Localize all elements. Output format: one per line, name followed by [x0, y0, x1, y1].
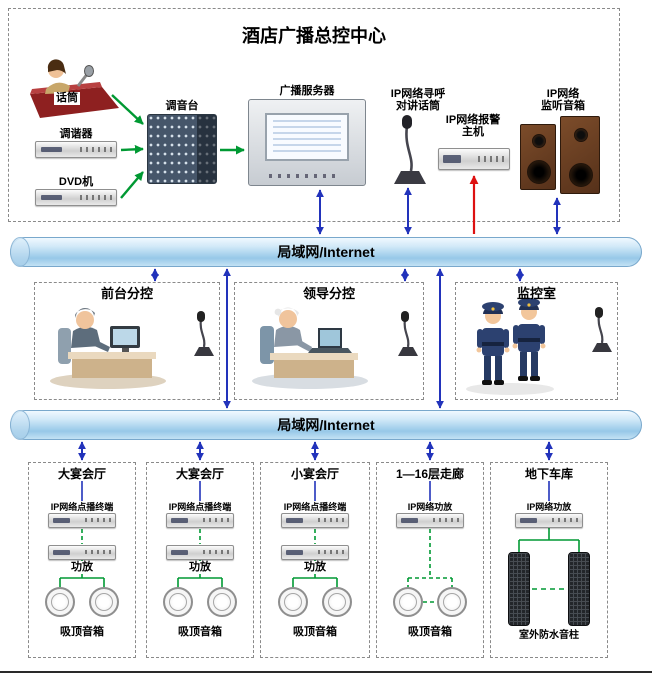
- zone-box-2: [146, 462, 254, 658]
- zone-1-terminal-device: [48, 513, 116, 528]
- master-control-box: [8, 8, 620, 222]
- zone-5-speaker-label: 室外防水音柱: [519, 630, 579, 641]
- desk-mic-icon: [398, 311, 418, 356]
- ceiling-speaker: [45, 587, 75, 617]
- monitor-speaker-right: [560, 116, 600, 194]
- desk-microphone: [76, 65, 94, 87]
- announcer-person: [45, 59, 70, 94]
- ceiling-speaker: [393, 587, 423, 617]
- zone-5-label: 地下车库: [524, 467, 573, 481]
- zone-3-terminal-device: [281, 513, 349, 528]
- zone-3-amp-device: [281, 545, 349, 560]
- ceiling-speaker: [89, 587, 119, 617]
- monitor-speaker-label-line1: IP网络: [546, 88, 580, 100]
- room-box-monitor: [455, 282, 618, 400]
- ceiling-speaker: [207, 587, 237, 617]
- paging-mic-label-line1: IP网络寻呼: [390, 88, 446, 100]
- zone-1-speaker-label: 吸顶音箱: [60, 626, 104, 638]
- zone-5-amp-device: [515, 513, 583, 528]
- zone-3-label: 小宴会厅: [290, 467, 339, 481]
- room-frontdesk-label: 前台分控: [100, 286, 153, 301]
- monitor-speaker-label-line2: 监听音箱: [541, 100, 585, 112]
- alarm-host-device: [438, 148, 510, 170]
- room-box-frontdesk: [34, 282, 220, 400]
- ceiling-speaker: [163, 587, 193, 617]
- zone-1-amp-device: [48, 545, 116, 560]
- desk-mic-icon: [194, 311, 214, 356]
- zone-4-label: 1—16层走廊: [395, 467, 465, 481]
- zone-1-device-label: IP网络点播终端: [48, 502, 116, 513]
- server-screen: [265, 113, 349, 161]
- desk-mic-icon: [592, 307, 612, 352]
- blue-network-arrows-bottom: [78, 441, 553, 461]
- paging-mic-illustration: [394, 115, 426, 184]
- zone-3-amp-label: 功放: [302, 561, 328, 574]
- column-speaker: [568, 552, 590, 626]
- zone-2-label: 大宴会厅: [175, 467, 224, 481]
- ceiling-speaker: [322, 587, 352, 617]
- mixer-device: [147, 114, 217, 184]
- zone-2-amp-label: 功放: [187, 561, 213, 574]
- zone-4-amp-device: [396, 513, 464, 528]
- ceiling-speaker: [278, 587, 308, 617]
- zone-2-terminal-device: [166, 513, 234, 528]
- zone-4-speaker-label: 吸顶音箱: [408, 626, 452, 638]
- operator-person: [58, 307, 110, 364]
- diagram-title: 酒店广播总控中心: [242, 26, 386, 46]
- zone-1-label: 大宴会厅: [57, 467, 106, 481]
- server-label: 广播服务器: [279, 85, 335, 97]
- ceiling-speaker: [437, 587, 467, 617]
- mic-label: 话筒: [54, 92, 80, 105]
- leader-person: [260, 307, 312, 364]
- bottom-rule: [0, 671, 652, 673]
- alarm-host-label-line2: 主机: [462, 126, 484, 138]
- zone-box-1: [28, 462, 136, 658]
- officer-left: [476, 302, 510, 385]
- security-officers-illustration: [466, 298, 554, 395]
- front-desk-operator-illustration: [50, 307, 166, 389]
- zone-3-device-label: IP网络点播终端: [281, 502, 349, 513]
- desktop-computer: [110, 326, 140, 352]
- zone-2-amp-device: [166, 545, 234, 560]
- zone-3-speaker-label: 吸顶音箱: [293, 626, 337, 638]
- zone-box-5: [490, 462, 608, 658]
- column-speaker: [508, 552, 530, 626]
- lan-internet-bus-2: 局域网/Internet: [10, 410, 642, 440]
- mixer-label: 调音台: [165, 100, 199, 112]
- zone-2-speaker-label: 吸顶音箱: [178, 626, 222, 638]
- tuner-device: [35, 141, 117, 158]
- floor-shadow: [466, 383, 554, 395]
- leader-operator-illustration: [252, 307, 368, 389]
- room-leader-label: 领导分控: [302, 286, 355, 301]
- laptop: [308, 328, 352, 353]
- desk: [68, 352, 156, 378]
- desk: [270, 353, 358, 378]
- room-box-leader: [234, 282, 424, 400]
- broadcast-server-device: [248, 99, 366, 186]
- lan-internet-bus-1: 局域网/Internet: [10, 237, 642, 267]
- zone-2-device-label: IP网络点播终端: [166, 502, 234, 513]
- zone-box-3: [260, 462, 370, 658]
- tuner-label: 调谐器: [59, 128, 93, 140]
- paging-mic-label-line2: 对讲话筒: [396, 100, 440, 112]
- officer-right: [512, 298, 546, 381]
- announcer-illustration: [30, 59, 119, 118]
- alarm-host-label-line1: IP网络报警: [445, 114, 501, 126]
- zone-5-device-label: IP网络功放: [524, 502, 574, 513]
- zone-4-device-label: IP网络功放: [405, 502, 455, 513]
- room-monitor-label: 监控室: [516, 286, 556, 301]
- zone-1-amp-label: 功放: [69, 561, 95, 574]
- monitor-speaker-left: [520, 124, 556, 190]
- zone-box-4: [376, 462, 484, 658]
- dvd-player-device: [35, 189, 117, 206]
- dvd-label: DVD机: [58, 176, 94, 188]
